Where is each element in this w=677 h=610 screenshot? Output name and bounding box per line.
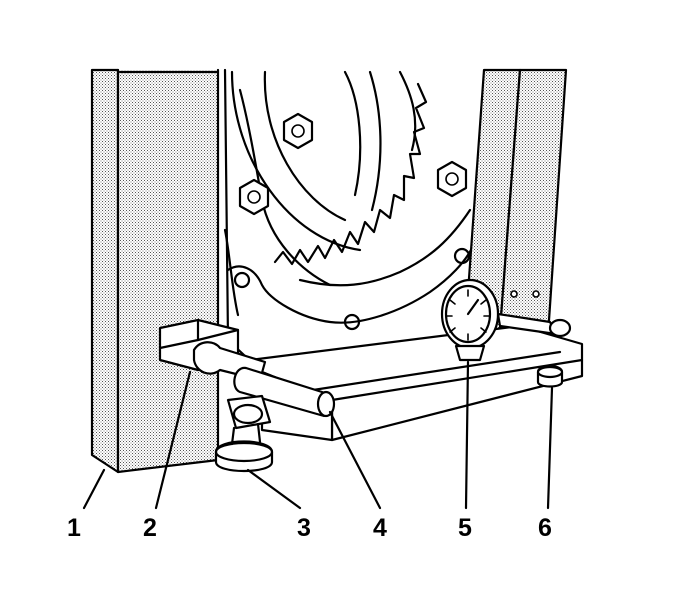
leader-lines	[82, 360, 554, 510]
hex-bolt-2	[282, 112, 314, 150]
support-rod	[233, 366, 336, 418]
callout-5: 5	[458, 514, 472, 542]
callout-6: 6	[538, 514, 552, 542]
leader-6	[546, 386, 554, 510]
hex-bolt-4	[436, 160, 468, 198]
right-frame-rail	[464, 68, 568, 337]
leader-3	[246, 468, 302, 510]
adjuster-foot	[536, 364, 564, 388]
leader-5	[464, 360, 470, 510]
callouts: 1 2 3 4 5 6	[67, 514, 552, 542]
callout-4: 4	[373, 514, 387, 542]
left-frame-rail	[90, 68, 220, 474]
leader-4	[328, 410, 382, 510]
callout-3: 3	[297, 514, 311, 542]
dial-indicator	[440, 278, 500, 362]
indicator-stem	[496, 312, 572, 338]
callout-1: 1	[67, 514, 81, 542]
callout-2: 2	[143, 514, 157, 542]
leader-2	[154, 370, 192, 510]
hex-bolt-3	[238, 178, 270, 216]
leader-1	[82, 468, 106, 510]
magnetic-base	[214, 394, 274, 472]
ring-gear-teeth	[273, 82, 428, 266]
